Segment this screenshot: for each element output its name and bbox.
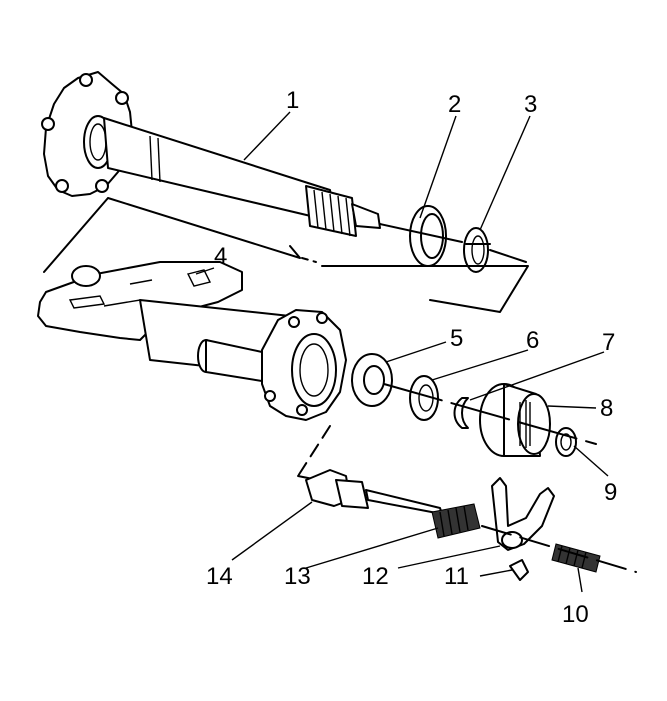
thrust-washer <box>351 353 393 407</box>
callout-7: 7 <box>602 329 615 356</box>
axle-shaft <box>41 71 381 237</box>
callout-13: 13 <box>284 563 311 590</box>
callout-4: 4 <box>214 243 227 270</box>
callout-6: 6 <box>526 327 539 354</box>
callout-12: 12 <box>362 563 389 590</box>
clutch-sleeve <box>479 383 551 457</box>
axis-line-upper <box>379 223 527 263</box>
actuator <box>305 469 443 515</box>
axis-line-lower <box>481 525 637 573</box>
washer <box>409 375 439 421</box>
assembly-bracket <box>43 197 529 313</box>
small-ring <box>555 427 577 457</box>
callout-10: 10 <box>562 601 589 628</box>
callout-labels: 1 2 3 4 5 6 7 8 9 10 11 12 13 14 <box>206 87 617 628</box>
shift-fork <box>491 477 555 551</box>
lower-connector <box>297 425 331 481</box>
callout-2: 2 <box>448 91 461 118</box>
inner-snap-ring <box>453 397 469 429</box>
callout-8: 8 <box>600 395 613 422</box>
clip <box>509 559 529 581</box>
snap-ring <box>463 227 491 273</box>
callout-5: 5 <box>450 325 463 352</box>
callout-14: 14 <box>206 563 233 590</box>
axis-line-middle <box>383 383 597 445</box>
callout-3: 3 <box>524 91 537 118</box>
spring <box>431 503 481 539</box>
callout-9: 9 <box>604 479 617 506</box>
housing <box>37 261 347 421</box>
assembly-bracket-dash <box>301 257 317 263</box>
retaining-ring <box>409 205 447 267</box>
callout-11: 11 <box>444 563 469 590</box>
callout-1: 1 <box>286 87 299 114</box>
leader-lines <box>195 111 609 593</box>
